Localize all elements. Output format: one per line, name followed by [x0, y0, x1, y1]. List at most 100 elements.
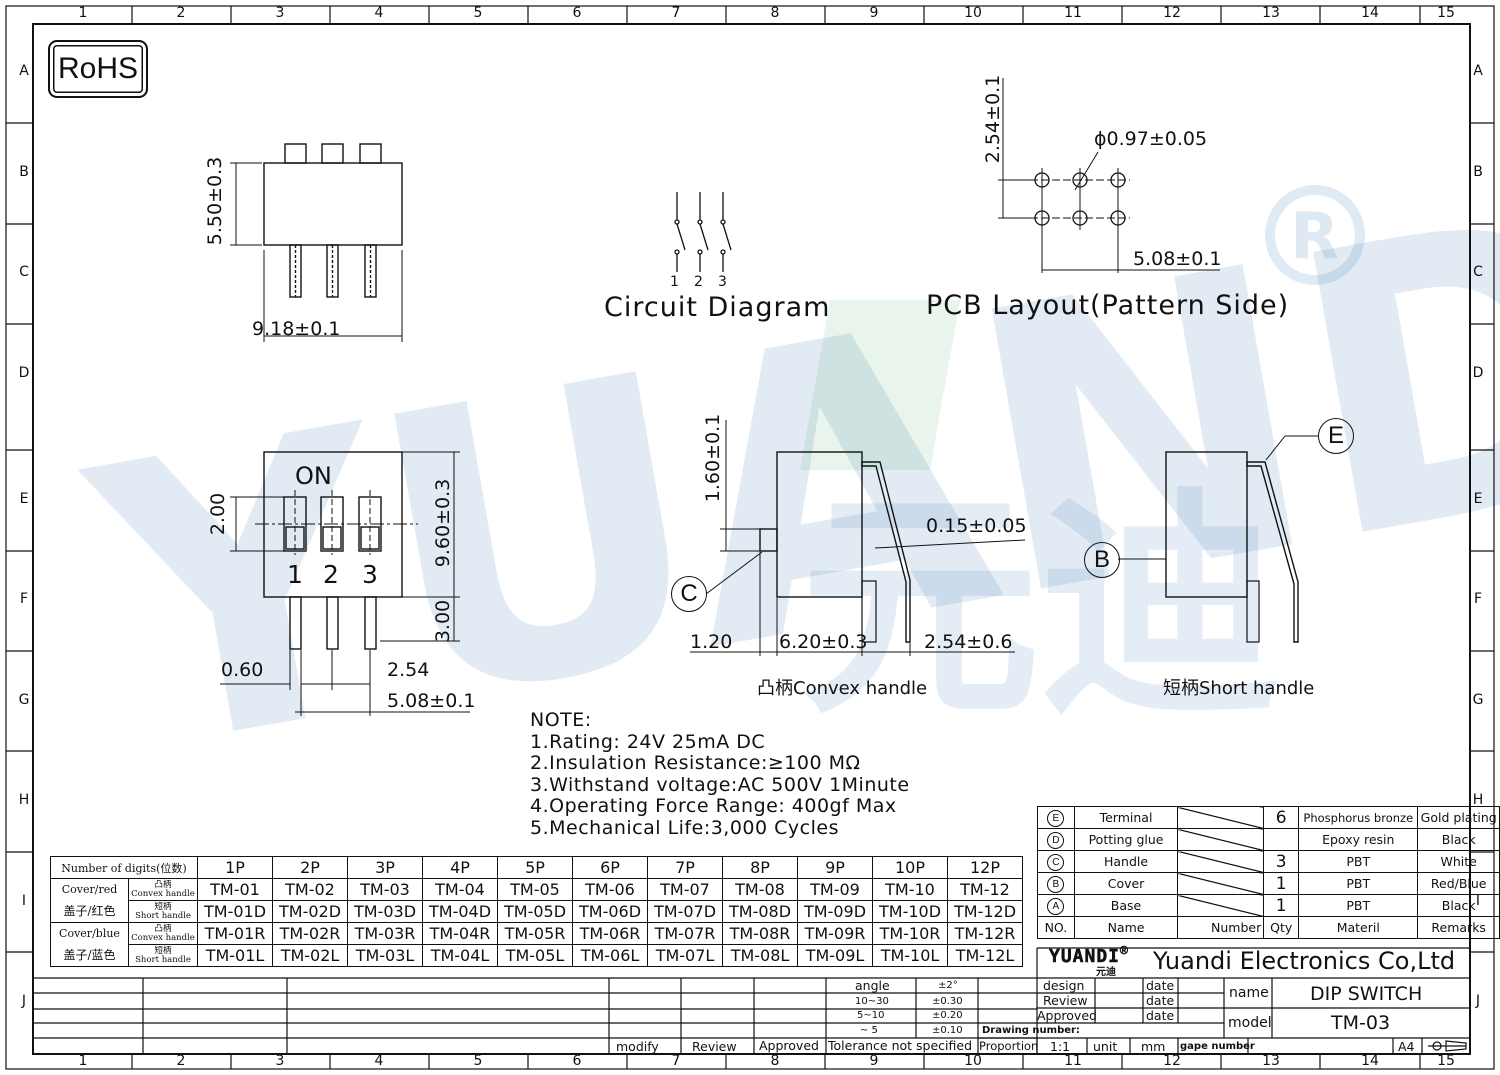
bom-no-a: A [1047, 897, 1065, 915]
grid-col-label: 14 [1361, 1053, 1379, 1069]
tb-modify: modify [616, 1039, 659, 1054]
front-switch-1: 1 [287, 560, 303, 589]
table-cell: TM-06D [572, 900, 648, 923]
bom-no-e: E [1047, 809, 1065, 827]
table-cell: TM-10D [872, 900, 948, 923]
table-cell: PBT [1298, 872, 1419, 895]
code-header-row: Number of digits(位数) 1P 2P 3P 4P 5P 6P 7… [50, 856, 1023, 879]
table-cell: TM-05L [497, 944, 573, 967]
table-cell: 3 [1263, 850, 1300, 873]
bom-row-e: E Terminal 6 Phosphorus bronze Gold plat… [1037, 806, 1500, 829]
company-logo: YUANDI® [1049, 944, 1129, 968]
front-span-dim: 5.08±0.1 [387, 690, 476, 712]
tb-tol-angle: angle [855, 978, 890, 993]
top-height-dim: 5.50±0.3 [204, 156, 226, 246]
table-cell: TM-07R [647, 922, 723, 945]
table-cell: Black [1417, 894, 1500, 917]
convex-caption: 凸柄Convex handle [757, 678, 928, 699]
front-view-drawing [220, 451, 470, 716]
tb-date-1: date [1146, 978, 1175, 993]
table-cell: Red/Blue [1417, 872, 1500, 895]
grid-col-label: 1 [78, 5, 88, 21]
table-cell: Cover [1073, 872, 1179, 895]
table-cell: TM-06R [572, 922, 648, 945]
tb-page-number: gape number [1180, 1041, 1255, 1052]
table-cell: TM-01L [197, 944, 273, 967]
code-h-6p: 6P [572, 856, 648, 879]
grid-row-label: J [21, 993, 27, 1009]
grid-row-label: C [1473, 264, 1483, 280]
grid-col-label: 2 [176, 1053, 186, 1069]
note-heading: NOTE: [530, 709, 592, 731]
convex-dim-1: 1.20 [690, 631, 733, 653]
notes-block: NOTE: 1.Rating: 24V 25mA DC 2.Insulation… [530, 709, 910, 840]
grid-col-label: 8 [770, 5, 780, 21]
table-cell: TM-09R [797, 922, 873, 945]
table-cell: TM-02R [272, 922, 348, 945]
table-cell: TM-06L [572, 944, 648, 967]
table-cell: Terminal [1073, 806, 1179, 829]
table-cell: TM-09 [797, 878, 873, 901]
grid-col-label: 9 [869, 5, 879, 21]
bom-row-b: B Cover 1 PBT Red/Blue [1037, 872, 1500, 895]
table-cell: TM-02 [272, 878, 348, 901]
grid-row-label: H [18, 792, 30, 808]
tb-name-label: name [1229, 985, 1269, 1001]
grid-row-label: F [19, 591, 29, 607]
sheet-frame [5, 5, 1495, 1070]
table-cell: White [1417, 850, 1500, 873]
table-cell: TM-04L [422, 944, 498, 967]
note-3: 3.Withstand voltage:AC 500V 1Minute [530, 773, 910, 796]
table-cell: Handle [1073, 850, 1179, 873]
tb-unit: unit [1093, 1039, 1118, 1054]
table-cell: TM-01R [197, 922, 273, 945]
tb-drawing-number: Drawing number: [982, 1025, 1080, 1036]
grid-ticks [6, 6, 1494, 1069]
code-h-12p: 12P [947, 856, 1023, 879]
code-h-9p: 9P [797, 856, 873, 879]
note-2: 2.Insulation Resistance:≥100 MΩ [530, 752, 861, 775]
table-cell: TM-12R [947, 922, 1023, 945]
table-cell: TM-12 [947, 878, 1023, 901]
tb-scale: 1:1 [1050, 1039, 1071, 1054]
grid-row-label: C [19, 264, 29, 280]
note-4: 4.Operating Force Range: 400gf Max [530, 795, 897, 818]
grid-col-label: 6 [572, 1053, 582, 1069]
table-cell: TM-03R [347, 922, 423, 945]
title-block-lines [33, 947, 1471, 1054]
grid-col-label: 12 [1163, 1053, 1181, 1069]
convex-dim-2: 6.20±0.3 [779, 631, 868, 653]
tb-tolerance: Tolerance not specified [828, 1038, 973, 1053]
pcb-pitch-v-dim: 2.54±0.1 [982, 74, 1004, 164]
grid-row-label: A [19, 63, 29, 79]
code-h-7p: 7P [647, 856, 723, 879]
table-cell: PBT [1298, 894, 1419, 917]
bom-table: E Terminal 6 Phosphorus bronze Gold plat… [1037, 806, 1500, 939]
bom-row-a: A Base 1 PBT Black [1037, 894, 1500, 917]
bom-no-b: B [1047, 875, 1065, 893]
circuit-diagram [674, 192, 732, 272]
pcb-hole-dim: ϕ0.97±0.05 [1094, 128, 1208, 150]
table-cell: TM-07D [647, 900, 723, 923]
front-actuator-dim: 2.00 [207, 492, 229, 536]
table-cell: TM-05 [497, 878, 573, 901]
table-cell: Phosphorus bronze [1298, 806, 1419, 829]
tb-tol-5-val: ±0.10 [932, 1025, 963, 1036]
convex-dim-3: 2.54±0.6 [924, 631, 1013, 653]
grid-col-label: 11 [1064, 5, 1082, 21]
table-cell: TM-10L [872, 944, 948, 967]
pcb-pitch-h-dim: 5.08±0.1 [1133, 248, 1222, 270]
bom-no-c: C [1047, 853, 1065, 871]
grid-col-label: 6 [572, 5, 582, 21]
top-width-dim: 9.18±0.1 [252, 318, 341, 340]
grid-col-label: 3 [275, 5, 285, 21]
grid-row-label: J [1475, 993, 1481, 1009]
note-1: 1.Rating: 24V 25mA DC [530, 730, 766, 753]
grid-row-label: E [19, 491, 29, 507]
bom-number-diag [1177, 872, 1265, 895]
table-cell: TM-08R [722, 922, 798, 945]
